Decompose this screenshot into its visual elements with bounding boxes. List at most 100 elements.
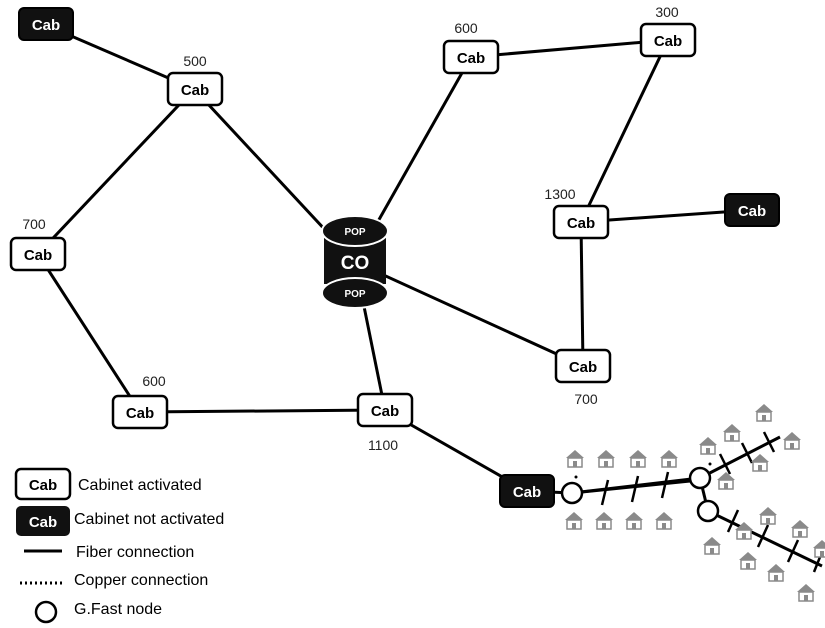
copper-tick — [756, 524, 770, 548]
pop-bottom — [321, 277, 389, 309]
cab-inactive-bottom[interactable]: Cab — [499, 474, 555, 508]
gfast-nodes — [560, 466, 720, 523]
gfast-node — [688, 466, 712, 490]
gfast-node — [560, 481, 584, 505]
svg-text:Cab: Cab — [371, 403, 399, 420]
fiber-link — [470, 38, 669, 59]
count-label: 600 — [142, 373, 166, 389]
house-icon — [783, 432, 801, 450]
count-labels: 500 600 300 1300 700 600 1100 700 — [22, 4, 679, 453]
svg-text:Cab: Cab — [513, 484, 541, 501]
copper-tick — [726, 509, 740, 533]
count-label: 1100 — [368, 437, 398, 453]
house-icon — [565, 512, 583, 530]
legend-copper: Copper connection — [20, 572, 208, 589]
house-icon — [597, 450, 615, 468]
svg-text:Cab: Cab — [32, 17, 60, 34]
house-icon — [660, 450, 678, 468]
legend-fiber: Fiber connection — [24, 544, 194, 561]
legend: Cab Cabinet activated Cab Cabinet not ac… — [14, 467, 224, 624]
fiber-link — [579, 39, 670, 223]
count-label: 700 — [574, 391, 598, 407]
copper-tick — [762, 431, 776, 453]
house-icon — [595, 512, 613, 530]
cab-1100[interactable]: Cab — [356, 392, 414, 428]
count-label: 500 — [183, 53, 207, 69]
cab-1300[interactable]: Cab — [552, 204, 610, 240]
legend-cab-inactive: Cab Cabinet not activated — [16, 506, 224, 536]
fiber-link — [36, 253, 142, 413]
central-office[interactable]: POP CO POP — [321, 215, 389, 309]
fiber-link — [579, 221, 585, 367]
fiber-link — [36, 87, 196, 256]
house-icon — [751, 454, 769, 472]
legend-label: Cabinet not activated — [74, 511, 224, 528]
copper-tick — [740, 442, 754, 464]
cab-700-left[interactable]: Cab — [9, 236, 67, 272]
house-icon — [791, 520, 809, 538]
count-label: 700 — [22, 216, 46, 232]
house-icon — [735, 522, 753, 540]
fiber-link — [707, 509, 823, 568]
count-label: 300 — [655, 4, 679, 20]
svg-text:Cab: Cab — [181, 82, 209, 99]
node-dot — [708, 462, 712, 466]
svg-text:Cab: Cab — [654, 33, 682, 50]
house-icon — [759, 507, 777, 525]
house-cluster — [565, 404, 825, 602]
legend-cab-active: Cab Cabinet activated — [14, 467, 202, 501]
house-icon — [625, 512, 643, 530]
svg-text:CO: CO — [341, 253, 370, 274]
copper-drops — [600, 431, 824, 573]
copper-tick — [718, 453, 732, 475]
pop-top — [321, 215, 389, 247]
legend-label: Fiber connection — [76, 544, 194, 561]
node-dot — [574, 475, 578, 479]
house-icon — [566, 450, 584, 468]
copper-tick — [786, 539, 800, 563]
house-icon — [723, 424, 741, 442]
cab-inactive-right[interactable]: Cab — [724, 193, 780, 227]
fiber-link — [699, 435, 781, 480]
house-icon — [703, 537, 721, 555]
gfast-node — [696, 499, 720, 523]
cab-500[interactable]: Cab — [166, 71, 224, 107]
svg-text:Cab: Cab — [457, 50, 485, 67]
cab-inactive-top-left[interactable]: Cab — [18, 7, 74, 41]
cab-600-left[interactable]: Cab — [111, 394, 169, 430]
house-icon — [717, 472, 735, 490]
house-icon — [813, 540, 825, 558]
svg-text:Cab: Cab — [738, 203, 766, 220]
house-icon — [755, 404, 773, 422]
cab-600-top[interactable]: Cab — [442, 39, 500, 75]
svg-text:Cab: Cab — [569, 359, 597, 376]
house-icon — [767, 564, 785, 582]
svg-text:Cab: Cab — [29, 514, 57, 531]
legend-label: G.Fast node — [74, 601, 162, 618]
cab-700-right[interactable]: Cab — [554, 348, 612, 384]
house-icon — [655, 512, 673, 530]
legend-gfast: G.Fast node — [34, 600, 162, 624]
house-icon — [629, 450, 647, 468]
svg-text:Cab: Cab — [126, 405, 154, 422]
copper-tick — [600, 479, 610, 506]
fiber-link — [354, 260, 584, 368]
house-icon — [797, 584, 815, 602]
svg-text:Cab: Cab — [24, 247, 52, 264]
svg-text:POP: POP — [344, 227, 365, 238]
legend-label: Copper connection — [74, 572, 208, 589]
copper-tick — [660, 471, 670, 499]
svg-text:POP: POP — [344, 289, 365, 300]
fiber-link — [580, 208, 753, 224]
svg-text:Cab: Cab — [29, 477, 57, 494]
cab-300[interactable]: Cab — [639, 22, 697, 58]
count-label: 1300 — [544, 186, 575, 202]
house-icon — [739, 552, 757, 570]
copper-tick — [630, 475, 640, 503]
legend-label: Cabinet activated — [78, 477, 202, 494]
house-icon — [699, 437, 717, 455]
fiber-link — [139, 408, 386, 414]
svg-text:Cab: Cab — [567, 215, 595, 232]
count-label: 600 — [454, 20, 478, 36]
